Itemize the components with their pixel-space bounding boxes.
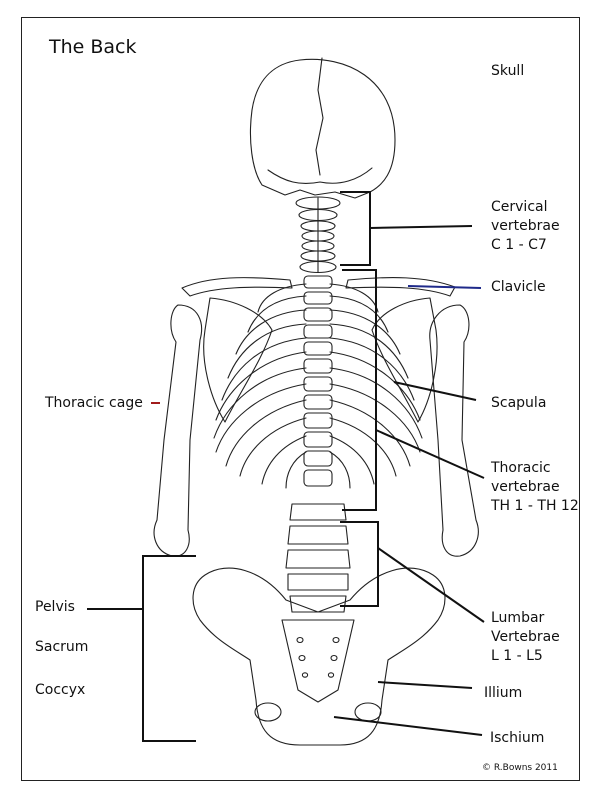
label-coccyx: Coccyx xyxy=(35,681,85,700)
label-thoracic-vertebrae-line1: Thoracic xyxy=(491,459,551,478)
label-sacrum: Sacrum xyxy=(35,638,88,657)
cervical-leader xyxy=(370,226,472,228)
diagram-title: The Back xyxy=(49,35,137,59)
label-ischium: Ischium xyxy=(490,729,544,748)
cervical-vertebrae-drawing xyxy=(296,197,340,273)
label-cervical-line1: Cervical xyxy=(491,198,548,217)
scapula-right-drawing xyxy=(372,298,437,422)
clavicle-left-drawing xyxy=(182,278,292,296)
pelvis-drawing xyxy=(193,568,445,745)
skull-drawing xyxy=(250,59,395,198)
label-skull: Skull xyxy=(491,62,524,81)
label-lumbar-line2: Vertebrae xyxy=(491,628,560,647)
pelvis-bracket xyxy=(143,556,196,741)
spine-drawing xyxy=(286,276,350,612)
thoracic-leader xyxy=(376,430,484,478)
label-scapula: Scapula xyxy=(491,394,546,413)
sacrum-drawing xyxy=(282,620,354,702)
copyright-notice: © R.Bowns 2011 xyxy=(482,763,558,774)
lumbar-leader xyxy=(378,548,484,622)
label-lumbar-line3: L 1 - L5 xyxy=(491,647,543,666)
label-thoracic-vertebrae-line3: TH 1 - TH 12 xyxy=(491,497,579,516)
cervical-bracket xyxy=(340,192,370,265)
label-cervical-line3: C 1 - C7 xyxy=(491,236,547,255)
label-lumbar-line1: Lumbar xyxy=(491,609,544,628)
label-illium: Illium xyxy=(484,684,522,703)
label-cervical-line2: vertebrae xyxy=(491,217,560,236)
clavicle-leader xyxy=(408,286,481,288)
lumbar-bracket xyxy=(340,522,378,606)
ischium-leader xyxy=(334,717,482,735)
label-thoracic-cage: Thoracic cage xyxy=(45,394,143,413)
label-thoracic-vertebrae-line2: vertebrae xyxy=(491,478,560,497)
label-clavicle: Clavicle xyxy=(491,278,546,297)
humerus-left-drawing xyxy=(154,305,201,556)
label-pelvis: Pelvis xyxy=(35,598,75,617)
illium-leader xyxy=(378,682,472,688)
